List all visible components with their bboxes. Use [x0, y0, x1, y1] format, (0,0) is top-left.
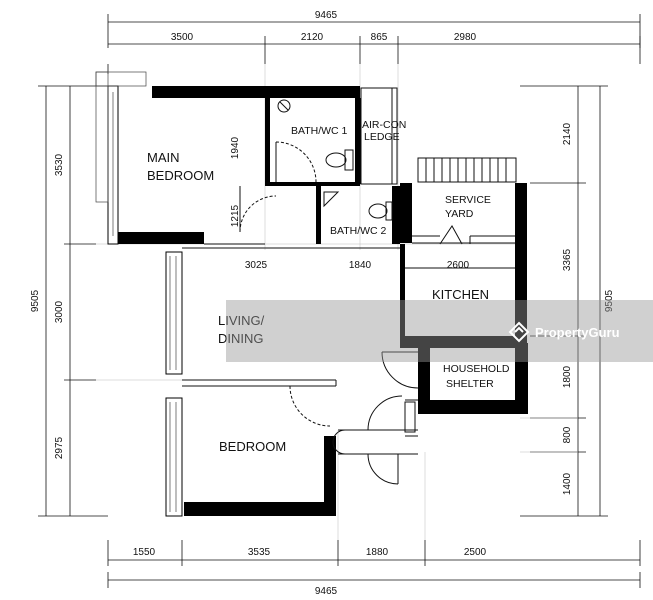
dim-inner-1840: 1840	[349, 260, 372, 271]
dim-bottom-total: 9465	[315, 586, 338, 597]
label-main-bedroom-1: MAIN	[147, 150, 180, 165]
label-bedroom: BEDROOM	[219, 439, 286, 454]
inner-dimensions: 1940 1215 3025 1840 2600	[230, 136, 470, 271]
label-kitchen: KITCHEN	[432, 287, 489, 302]
partitions	[182, 87, 517, 455]
dim-top-total: 9465	[315, 10, 338, 21]
dim-top-seg-2: 2120	[301, 32, 324, 43]
dim-bottom-seg-1: 1550	[133, 547, 156, 558]
dim-top-seg-3: 865	[371, 32, 388, 43]
fixtures	[277, 99, 393, 221]
dim-right-seg-1: 2140	[562, 122, 573, 145]
label-service-yard-1: SERVICE	[445, 194, 491, 206]
room-labels: MAIN BEDROOM BATH/WC 1 AIR-CON LEDGE BAT…	[147, 119, 510, 454]
dim-bottom-seg-3: 1880	[366, 547, 389, 558]
dim-inner-1215: 1215	[230, 204, 241, 227]
label-living-dining-1: LIVING/	[218, 313, 265, 328]
dim-right-total: 9505	[604, 289, 615, 312]
watermark-bar	[226, 300, 653, 362]
top-dimensions: 9465 3500 2120 865 2980	[107, 10, 641, 74]
dim-top-seg-1: 3500	[171, 32, 194, 43]
watermark: PropertyGuru	[508, 320, 648, 344]
walls	[107, 85, 528, 517]
window-lines	[95, 71, 177, 512]
dim-left-total: 9505	[30, 289, 41, 312]
dim-right-seg-3: 1800	[562, 365, 573, 388]
dim-left-seg-1: 3530	[54, 153, 65, 176]
label-living-dining-2: DINING	[218, 331, 264, 346]
label-household-shelter-2: SHELTER	[446, 378, 494, 390]
dim-top-seg-4: 2980	[454, 32, 477, 43]
label-aircon-ledge-2: LEDGE	[364, 131, 400, 143]
right-dimensions: 9505 2140 3365 1800 800 1400	[520, 85, 615, 517]
dim-bottom-seg-2: 3535	[248, 547, 271, 558]
dim-left-seg-3: 2975	[54, 436, 65, 459]
label-bath-wc-2: BATH/WC 2	[330, 225, 387, 237]
dim-left-seg-2: 3000	[54, 300, 65, 323]
label-bath-wc-1: BATH/WC 1	[291, 125, 348, 137]
label-household-shelter-1: HOUSEHOLD	[443, 363, 510, 375]
label-aircon-ledge-1: AIR-CON	[362, 119, 406, 131]
dim-right-seg-2: 3365	[562, 248, 573, 271]
label-service-yard-2: YARD	[445, 208, 474, 220]
left-dimensions: 9505 3530 3000 2975	[30, 85, 108, 517]
dim-right-seg-4: 800	[562, 426, 573, 443]
doors	[239, 141, 515, 485]
bottom-dimensions: 1550 3535 1880 2500 9465	[107, 540, 641, 597]
label-main-bedroom-2: BEDROOM	[147, 168, 214, 183]
dim-bottom-seg-4: 2500	[464, 547, 487, 558]
dim-right-seg-5: 1400	[562, 472, 573, 495]
propertyguru-logo-icon	[508, 321, 530, 343]
dim-inner-3025: 3025	[245, 260, 268, 271]
dim-inner-1940: 1940	[230, 136, 241, 159]
dim-inner-2600: 2600	[447, 260, 470, 271]
watermark-brand: PropertyGuru	[535, 324, 620, 340]
